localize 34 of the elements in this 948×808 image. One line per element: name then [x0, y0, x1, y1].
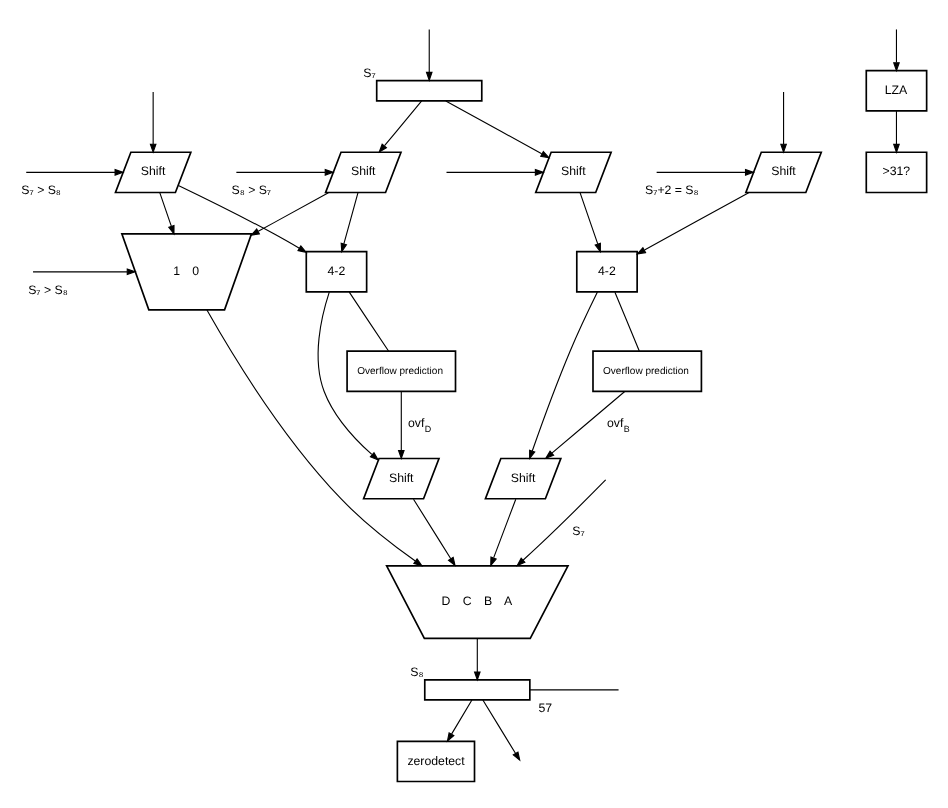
arrow	[445, 99, 551, 158]
arrow	[159, 191, 175, 235]
arrow	[482, 698, 521, 761]
arrow	[529, 290, 598, 460]
arrow	[544, 389, 626, 459]
arrow	[340, 191, 359, 253]
arrow	[892, 109, 900, 153]
arrow	[378, 99, 423, 153]
arrow	[425, 27, 433, 81]
arrow	[206, 308, 424, 566]
arrow	[656, 167, 756, 175]
connector	[529, 688, 620, 690]
arrow	[149, 90, 157, 153]
arrow	[177, 183, 308, 253]
arrow	[235, 167, 335, 175]
connector	[614, 290, 640, 351]
arrow	[446, 698, 473, 742]
arrow	[780, 90, 788, 153]
arrow	[635, 191, 750, 254]
node-box	[375, 78, 483, 101]
arrow	[412, 497, 456, 566]
arrow	[32, 267, 137, 275]
arrow	[249, 191, 329, 235]
arrow	[473, 636, 481, 681]
arrow	[445, 167, 545, 175]
arrow	[397, 390, 405, 460]
arrow	[515, 478, 607, 566]
node-box	[423, 677, 531, 700]
arrow	[579, 191, 601, 253]
arrow	[25, 167, 125, 175]
arrow	[892, 27, 900, 72]
connector	[348, 290, 390, 351]
arrow	[490, 497, 517, 566]
arrow	[317, 290, 380, 460]
